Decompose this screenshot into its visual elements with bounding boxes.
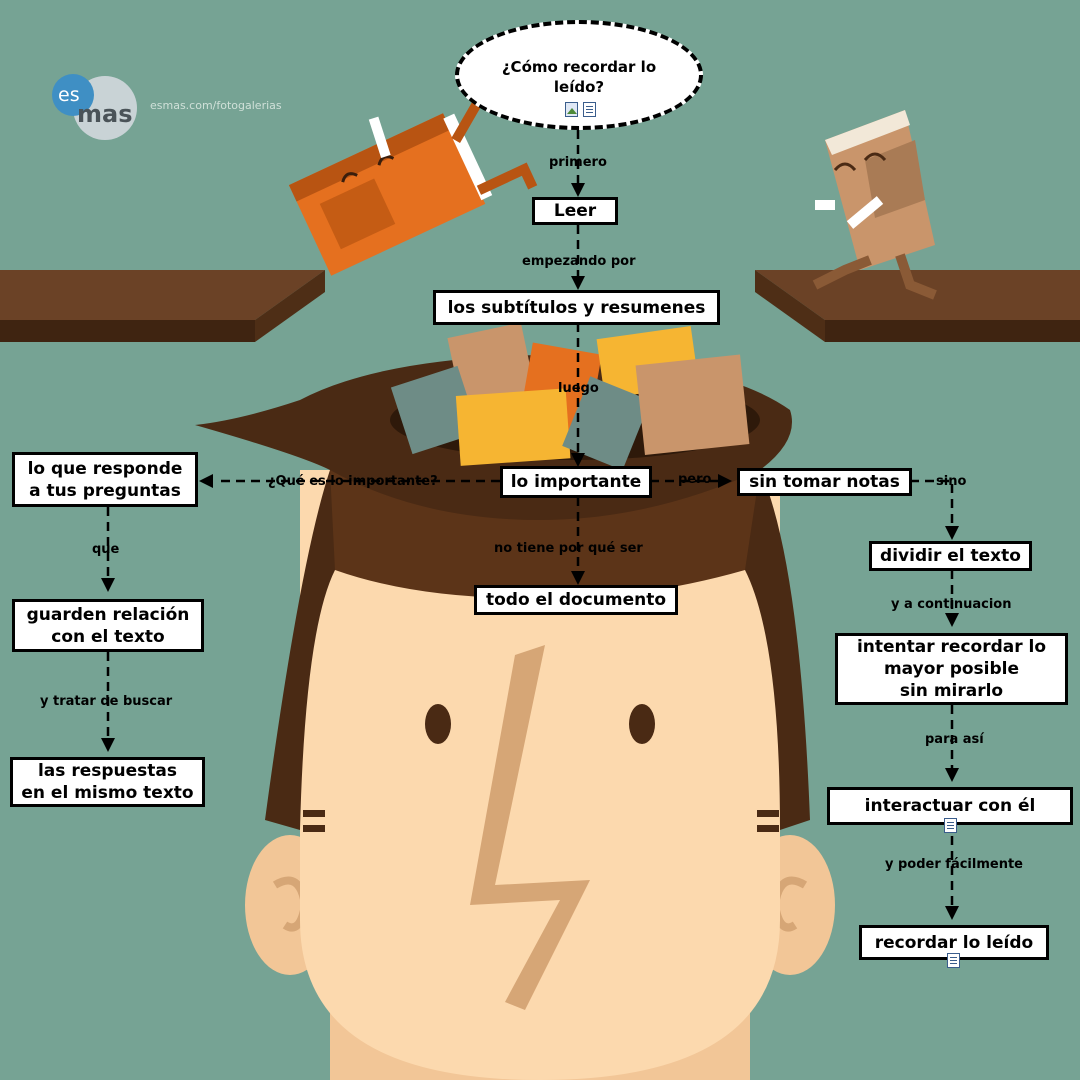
node-subtitulos: los subtítulos y resumenes	[433, 290, 720, 325]
root-question-node: ¿Cómo recordar lo leído?	[455, 20, 703, 130]
node-todo-documento: todo el documento	[474, 585, 678, 615]
label-empezando: empezando por	[522, 254, 636, 269]
left-eye	[425, 704, 451, 744]
document-icon	[944, 818, 957, 833]
right-eye	[629, 704, 655, 744]
walking-book	[812, 110, 937, 300]
node-guarden: guarden relación con el texto	[12, 599, 204, 652]
document-icon	[947, 953, 960, 968]
node-interactuar: interactuar con él	[827, 787, 1073, 825]
node-leer: Leer	[532, 197, 618, 225]
nose	[470, 645, 590, 1010]
label-continuacion: y a continuacion	[891, 597, 1012, 612]
label-sino: sino	[936, 474, 967, 489]
label-pero: pero	[678, 472, 712, 487]
document-icon	[583, 102, 596, 117]
node-dividir: dividir el texto	[869, 541, 1032, 571]
right-ledge	[755, 270, 1080, 342]
root-question-text: ¿Cómo recordar lo leído?	[501, 58, 657, 96]
node-intentar: intentar recordar lo mayor posible sin m…	[835, 633, 1068, 705]
flying-book	[288, 82, 538, 276]
label-luego: luego	[558, 381, 599, 396]
logo-url: esmas.com/fotogalerias	[150, 99, 282, 112]
left-ledge	[0, 270, 325, 342]
node-responde: lo que responde a tus preguntas	[12, 452, 198, 507]
label-que-es: ¿Qué es lo importante?	[268, 474, 438, 489]
node-importante: lo importante	[500, 466, 652, 498]
label-para-asi: para así	[925, 732, 984, 747]
logo-es-text: es	[58, 84, 80, 106]
label-tratar: y tratar de buscar	[40, 694, 173, 709]
books-pile	[390, 322, 750, 471]
head	[245, 470, 835, 1080]
label-poder: y poder fácilmente	[885, 857, 1023, 872]
node-sin-notas: sin tomar notas	[737, 468, 912, 496]
esmas-logo: es mas	[50, 72, 140, 142]
connectors	[106, 130, 954, 908]
image-icon	[565, 102, 578, 117]
label-primero: primero	[549, 155, 607, 170]
label-no-tiene: no tiene por qué ser	[494, 541, 643, 556]
logo-mas-text: mas	[77, 100, 133, 128]
node-respuestas: las respuestas en el mismo texto	[10, 757, 205, 807]
arrowheads	[101, 183, 959, 920]
label-que: que	[92, 542, 120, 557]
